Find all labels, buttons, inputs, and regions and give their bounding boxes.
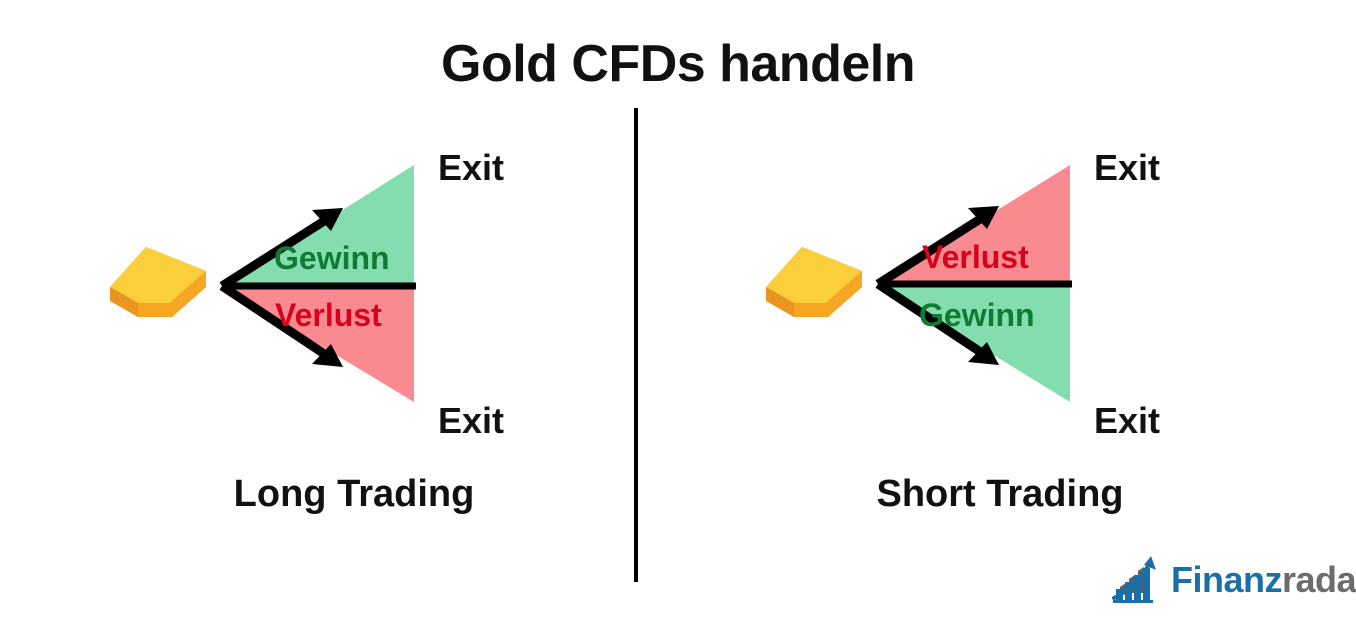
zone-label-lower: Verlust: [275, 297, 382, 333]
exit-label-top: Exit: [438, 147, 505, 188]
panel-long-trading: Exit Exit Gewinn Verlust Long Trading: [24, 140, 644, 540]
panel-caption: Short Trading: [876, 473, 1124, 515]
zone-label-lower: Gewinn: [919, 297, 1035, 333]
brand-name-part1: Finanz: [1171, 559, 1283, 600]
exit-label-bottom: Exit: [1094, 400, 1161, 441]
gold-bar-icon: [110, 247, 206, 317]
exit-label-top: Exit: [1094, 147, 1161, 188]
panel-caption: Long Trading: [233, 473, 475, 515]
short-trade-triangle: [875, 165, 1072, 402]
long-trade-triangle: [219, 165, 416, 402]
panel-short-trading: Exit Exit Verlust Gewinn Short Trading: [700, 140, 1320, 540]
brand-logo: Finanzradar: [1110, 550, 1356, 610]
growth-chart-arrow-icon: [1112, 556, 1156, 603]
brand-name-part2: radar: [1282, 559, 1356, 600]
page-title: Gold CFDs handeln: [441, 35, 915, 93]
arrow-down: [219, 282, 343, 367]
gold-bar-icon: [766, 247, 862, 317]
arrow-down: [875, 280, 999, 365]
zone-label-upper: Verlust: [922, 239, 1029, 275]
zone-label-upper: Gewinn: [274, 240, 390, 276]
panel-divider: [634, 108, 638, 582]
arrow-up: [875, 206, 999, 288]
exit-label-bottom: Exit: [438, 400, 505, 441]
arrow-up: [219, 208, 343, 290]
brand-wordmark: Finanzradar: [1171, 562, 1356, 598]
